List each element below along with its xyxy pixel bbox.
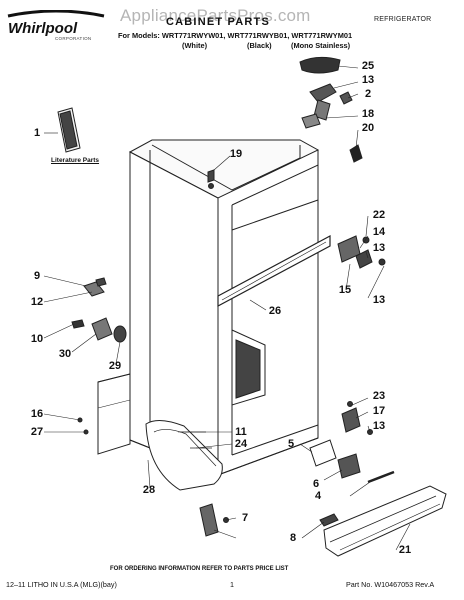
callout-22: 22 [372, 209, 386, 221]
callout-16: 16 [30, 408, 44, 420]
callout-26: 26 [268, 305, 282, 317]
leveling-assembly [309, 439, 395, 484]
callout-1: 1 [33, 127, 41, 139]
callout-13-top: 13 [361, 74, 375, 86]
callout-13-middle: 13 [372, 242, 386, 254]
callout-12: 12 [30, 296, 44, 308]
models-line: For Models: WRT771RWYW01, WRT771RWYB01, … [118, 31, 353, 40]
callout-28: 28 [142, 484, 156, 496]
callout-6: 6 [312, 478, 320, 490]
screw-19 [207, 169, 215, 189]
middle-hinge-assembly [337, 235, 386, 269]
callout-18: 18 [361, 108, 375, 120]
variant-white: (White) [182, 41, 208, 50]
part-number: Part No. W10467053 Rev.A [346, 580, 435, 589]
callout-23: 23 [372, 390, 386, 402]
callout-5: 5 [287, 438, 295, 450]
watermark-text: AppliancePartsPros.com [120, 6, 311, 25]
callout-10: 10 [30, 333, 44, 345]
top-hinge-assembly [299, 56, 363, 163]
page-number: 1 [230, 580, 234, 589]
brand-logo [7, 10, 105, 18]
callout-25: 25 [361, 60, 375, 72]
callout-7: 7 [241, 512, 249, 524]
appliance-category: REFRIGERATOR [374, 16, 432, 23]
litho-info: 12–11 LITHO IN U.S.A (MLG)(bay) [6, 580, 117, 589]
callout-20: 20 [361, 122, 375, 134]
leader-lines [43, 65, 411, 551]
callout-21: 21 [398, 544, 412, 556]
callout-24: 24 [234, 438, 248, 450]
toe-grille [319, 485, 447, 557]
lower-right-hinge [341, 401, 373, 435]
callout-30: 30 [58, 348, 72, 360]
callout-14: 14 [372, 226, 386, 238]
callout-9: 9 [33, 270, 41, 282]
brand-corporation: CORPORATION [55, 36, 92, 41]
callout-8: 8 [289, 532, 297, 544]
variant-black: (Black) [247, 41, 272, 50]
left-bracket [77, 373, 131, 455]
callout-13-right: 13 [372, 420, 386, 432]
left-side-parts [71, 277, 127, 343]
brand-wordmark: Whirlpool [8, 20, 78, 37]
ordering-info: FOR ORDERING INFORMATION REFER TO PARTS … [110, 566, 289, 572]
literature-parts-label: Literature Parts [51, 157, 100, 164]
cabinet-shell [128, 139, 331, 476]
bottom-bracket-7 [199, 503, 229, 537]
callout-11: 11 [235, 426, 247, 438]
callout-19: 19 [229, 148, 243, 160]
callout-4: 4 [314, 490, 322, 502]
callout-29: 29 [108, 360, 122, 372]
callout-27: 27 [30, 426, 44, 438]
callout-13-lower: 13 [372, 294, 386, 306]
literature-booklet-icon [57, 107, 81, 153]
variant-mono-stainless: (Mono Stainless) [291, 41, 351, 50]
callout-15: 15 [338, 284, 352, 296]
callout-17: 17 [372, 405, 386, 417]
callout-2: 2 [364, 88, 372, 100]
page-title: CABINET PARTS [166, 16, 271, 28]
